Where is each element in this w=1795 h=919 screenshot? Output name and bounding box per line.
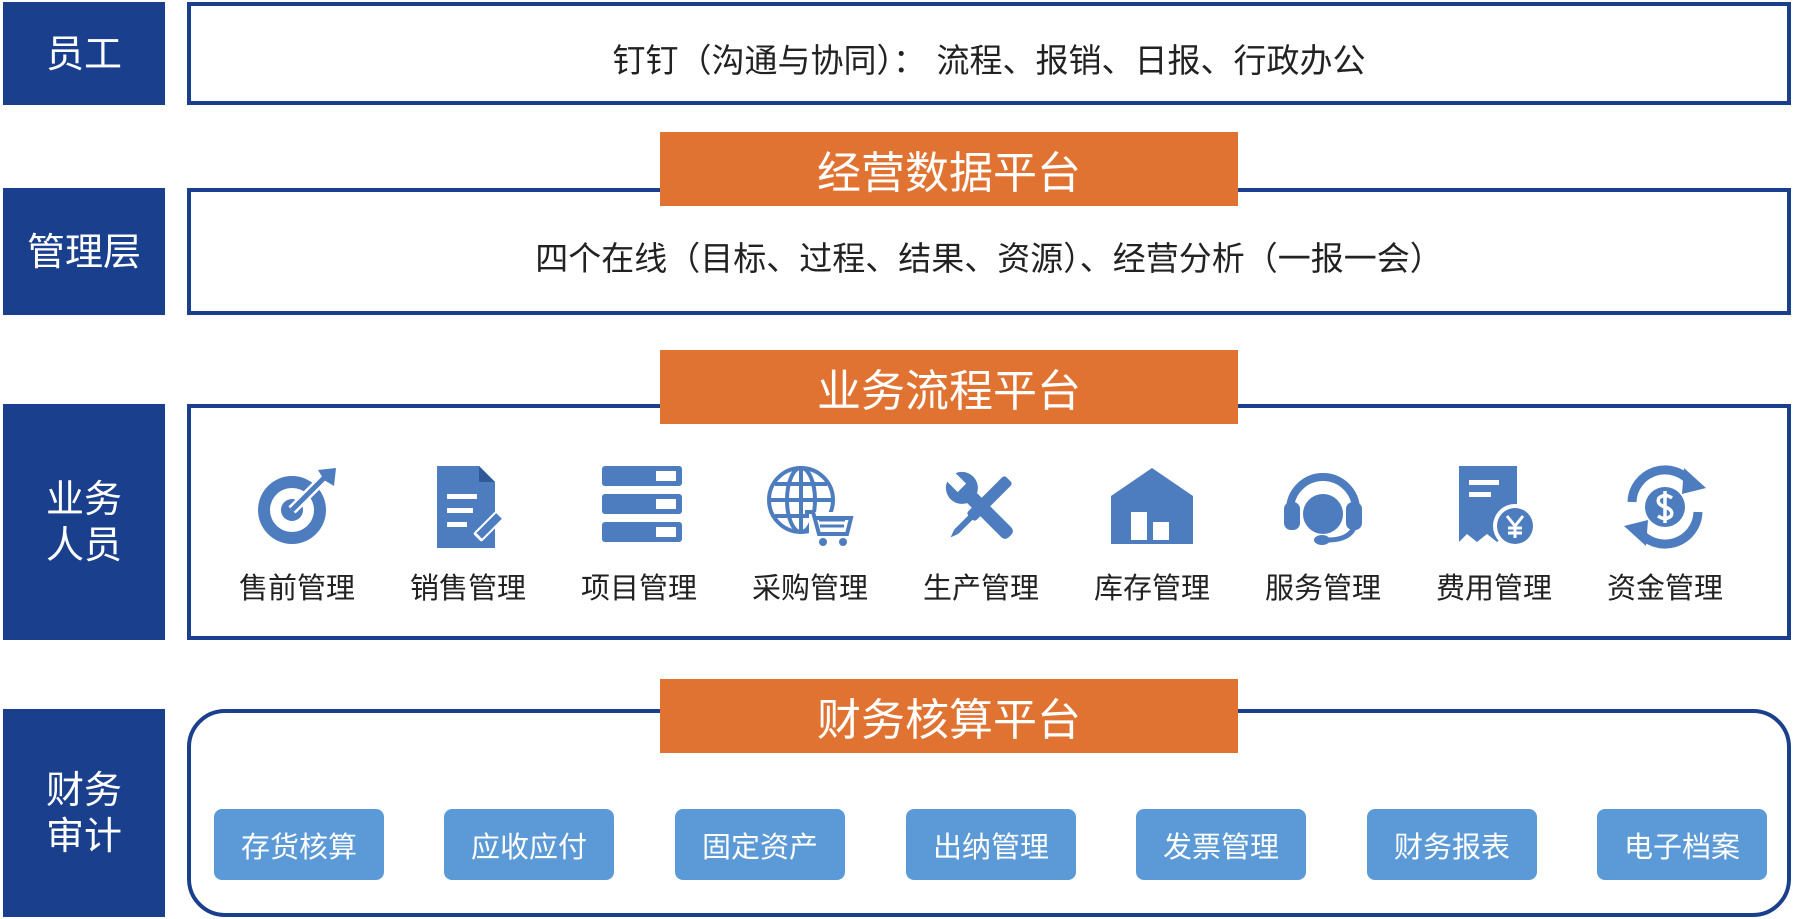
finance-module-e-archive[interactable]: 电子档案 xyxy=(1597,809,1767,880)
module-label: 采购管理 xyxy=(751,571,868,605)
role-management-label: 管理层 xyxy=(26,229,141,274)
finance-module-label: 应收应付 xyxy=(470,829,587,864)
module-label: 费用管理 xyxy=(1435,571,1552,605)
management-panel: 四个在线（目标、过程、结果、资源）、经营分析（一报一会） xyxy=(187,188,1791,315)
platform-banner-business-label: 业务流程平台 xyxy=(817,366,1081,417)
finance-module-cashier[interactable]: 出纳管理 xyxy=(906,809,1076,880)
module-production[interactable]: 生产管理 xyxy=(906,462,1056,624)
target-icon xyxy=(258,468,336,544)
role-finance-label: 财务 审计 xyxy=(45,768,122,858)
document-pen-icon xyxy=(437,466,505,548)
server-stack-icon xyxy=(602,466,682,542)
finance-module-label: 固定资产 xyxy=(701,829,818,864)
finance-module-label: 出纳管理 xyxy=(932,829,1049,864)
role-business-label: 业务 人员 xyxy=(45,477,122,567)
module-service[interactable]: 服务管理 xyxy=(1248,462,1398,624)
platform-banner-finance-label: 财务核算平台 xyxy=(817,695,1081,746)
finance-module-reports[interactable]: 财务报表 xyxy=(1367,809,1537,880)
module-label: 项目管理 xyxy=(580,571,697,605)
warehouse-icon xyxy=(1111,468,1193,544)
module-label: 资金管理 xyxy=(1606,571,1723,605)
receipt-yen-icon xyxy=(1459,466,1537,548)
platform-banner-business: 业务流程平台 xyxy=(660,350,1238,424)
dollar-cycle-icon xyxy=(1624,465,1706,549)
role-business: 业务 人员 xyxy=(3,404,165,640)
finance-module-label: 电子档案 xyxy=(1623,829,1740,864)
globe-cart-icon xyxy=(767,466,854,546)
finance-module-receivables-payables[interactable]: 应收应付 xyxy=(444,809,614,880)
module-inventory[interactable]: 库存管理 xyxy=(1077,462,1227,624)
finance-module-fixed-assets[interactable]: 固定资产 xyxy=(675,809,845,880)
headset-icon xyxy=(1284,473,1362,545)
finance-module-inventory-accounting[interactable]: 存货核算 xyxy=(214,809,384,880)
role-employee: 员工 xyxy=(3,2,165,105)
management-panel-text: 四个在线（目标、过程、结果、资源）、经营分析（一报一会） xyxy=(535,239,1443,278)
module-project[interactable]: 项目管理 xyxy=(564,462,714,624)
module-presales[interactable]: 售前管理 xyxy=(222,462,372,624)
platform-banner-management: 经营数据平台 xyxy=(660,132,1238,206)
module-expense[interactable]: 费用管理 xyxy=(1419,462,1569,624)
employee-panel: 钉钉（沟通与协同）： 流程、报销、日报、行政办公 xyxy=(187,2,1791,105)
module-label: 生产管理 xyxy=(922,571,1039,605)
role-employee-label: 员工 xyxy=(45,31,122,76)
module-funds[interactable]: 资金管理 xyxy=(1590,462,1740,624)
employee-panel-text: 钉钉（沟通与协同）： 流程、报销、日报、行政办公 xyxy=(612,41,1366,80)
platform-banner-finance: 财务核算平台 xyxy=(660,679,1238,753)
finance-module-label: 财务报表 xyxy=(1393,829,1510,864)
module-purchase[interactable]: 采购管理 xyxy=(735,462,885,624)
role-management: 管理层 xyxy=(3,188,165,315)
finance-module-invoice[interactable]: 发票管理 xyxy=(1136,809,1306,880)
wrench-screwdriver-icon xyxy=(944,470,1013,539)
module-sales[interactable]: 销售管理 xyxy=(393,462,543,624)
module-label: 库存管理 xyxy=(1093,571,1210,605)
module-label: 销售管理 xyxy=(409,571,526,605)
module-label: 售前管理 xyxy=(238,571,355,605)
role-finance: 财务 审计 xyxy=(3,709,165,917)
finance-module-label: 发票管理 xyxy=(1162,829,1279,864)
platform-banner-management-label: 经营数据平台 xyxy=(817,148,1081,199)
module-label: 服务管理 xyxy=(1264,571,1381,605)
finance-module-label: 存货核算 xyxy=(240,829,357,864)
